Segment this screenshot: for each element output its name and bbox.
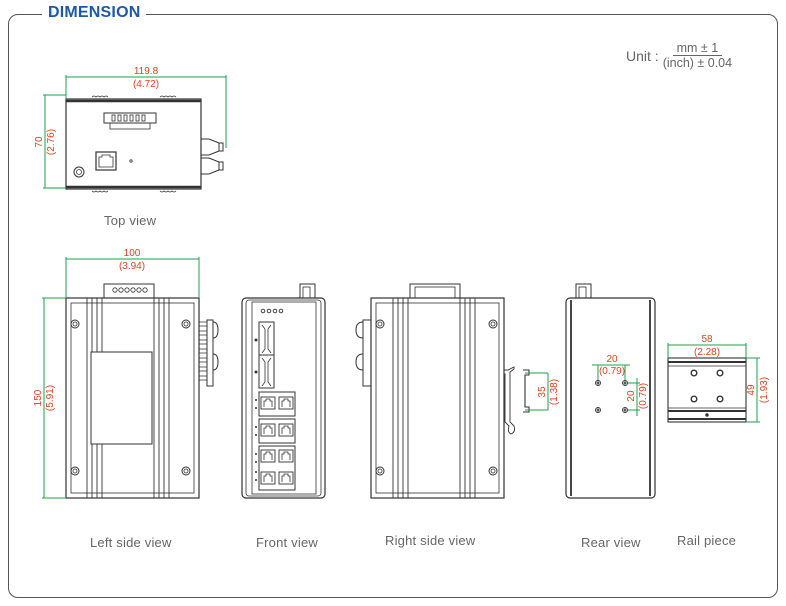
top-height-mm: 70 [34,136,45,148]
ground-screw [73,166,85,178]
caption-right-side-view: Right side view [385,533,476,548]
rj45-console-port [95,151,117,171]
din-rail-profile [523,369,530,413]
front-view-drawing [241,283,326,499]
caption-left-side-view: Left side view [90,535,172,550]
top-width-in: (4.72) [133,79,159,90]
rear-body [565,297,656,499]
reset-hole [129,159,133,163]
rail-height-in: (1.93) [759,377,770,403]
top-view-drawing [65,95,224,193]
top-height-in: (2.76) [46,129,57,155]
mounting-holes [595,380,628,413]
rear-hole-h-mm: 20 [606,354,618,365]
caption-rail-piece: Rail piece [677,533,737,548]
left-width-in: (3.94) [119,261,145,272]
dimension-frame [8,14,778,598]
caption-rear-view: Rear view [581,535,641,550]
led-indicators [260,308,284,314]
caption-top-view: Top view [104,213,157,228]
rear-dimensions: 20 (0.79) 20 (0.79) [592,354,649,416]
unit-fraction: mm ± 1 (inch) ± 0.04 [663,41,732,71]
caption-front-view: Front view [256,535,318,550]
rail-depth-mm: 35 [537,386,548,398]
rj45-ports [258,391,296,491]
rear-view-drawing [565,283,656,499]
top-view-dimensions: 119.8 (4.72) 70 (2.76) [34,66,227,189]
rear-hole-v-in: (0.79) [638,383,649,409]
rail-height-mm: 49 [746,384,757,396]
right-side-body [370,297,505,499]
rail-width-in: (2.28) [694,347,720,358]
label-plate [90,351,153,445]
rail-piece-dimensions: 58 (2.28) 49 (1.93) [667,334,770,423]
left-height-in: (5.91) [45,385,56,411]
left-side-dimensions: 100 (3.94) 150 (5.91) [33,248,200,499]
unit-numerator: mm ± 1 [672,41,723,56]
right-side-dimensions: 35 (1.38) [525,372,560,411]
left-height-mm: 150 [33,389,44,406]
unit-denominator: (inch) ± 0.04 [662,56,733,70]
left-side-view-drawing [65,283,219,499]
top-width-mm: 119.8 [134,66,159,77]
rail-piece-drawing [667,357,747,423]
right-side-view-drawing [355,283,530,499]
unit-label: Unit : [626,48,659,64]
unit-legend: Unit : mm ± 1 (inch) ± 0.04 [626,41,732,71]
rail-depth-in: (1.38) [549,379,560,405]
din-rail-clip [503,366,516,435]
top-view-body [65,98,202,190]
rear-hole-v-mm: 20 [626,390,637,402]
rail-plate [667,357,747,423]
rear-hole-h-in: (0.79) [599,366,625,377]
left-width-mm: 100 [124,248,141,259]
rail-width-mm: 58 [701,334,713,345]
section-title: DIMENSION [42,4,147,22]
